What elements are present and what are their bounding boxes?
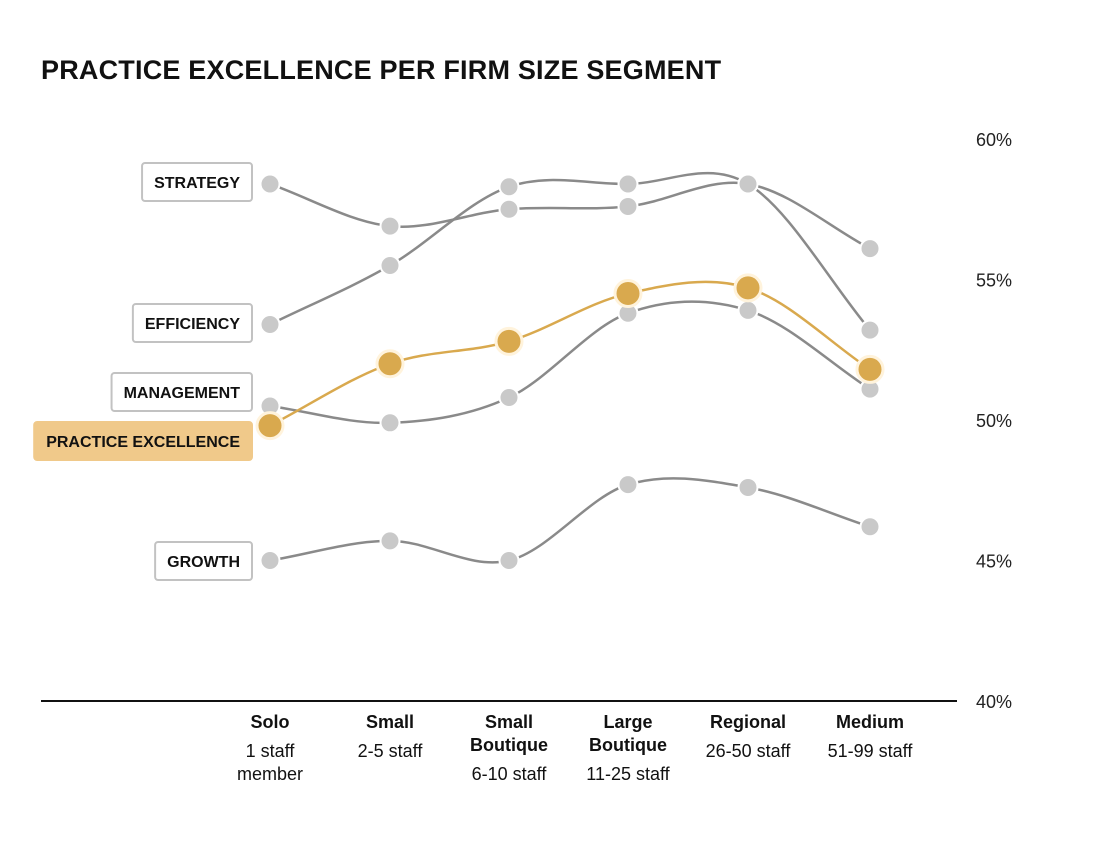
series-line-efficiency [269,171,871,331]
data-point-practice-excellence [375,349,405,379]
x-category-sublabel: member [237,764,303,784]
x-category-sublabel: 51-99 staff [828,741,914,761]
data-point-practice-excellence [255,411,285,441]
data-point-efficiency [737,173,759,195]
y-tick-label: 60% [976,130,1012,150]
series-label-efficiency: EFFICIENCY [131,303,253,343]
data-point-management [737,299,759,321]
series-label-text: PRACTICE EXCELLENCE [46,434,240,451]
x-category-label: Medium [836,712,904,732]
series-label-text: GROWTH [167,554,240,571]
series-line-strategy [269,181,871,250]
data-point-strategy [859,238,881,260]
x-category-label: Boutique [470,735,548,755]
series-line-growth [269,477,871,564]
x-category-sublabel: 6-10 staff [472,764,548,784]
x-category-sublabel: 26-50 staff [706,741,792,761]
x-category-label: Large [603,712,652,732]
data-point-growth [498,550,520,571]
series-label-text: EFFICIENCY [145,316,240,333]
data-point-strategy [617,195,639,217]
data-point-growth [617,474,639,496]
series-label-box [154,541,253,581]
y-tick-label: 45% [976,552,1012,572]
x-category-label: Boutique [589,735,667,755]
data-point-practice-excellence [855,354,885,384]
data-point-growth [859,516,881,538]
data-point-practice-excellence [494,326,524,356]
x-category-sublabel: 11-25 staff [586,764,670,784]
y-tick-label: 40% [976,692,1012,712]
data-point-management [379,412,401,434]
chart-title: PRACTICE EXCELLENCE PER FIRM SIZE SEGMEN… [41,55,722,85]
data-point-growth [259,550,281,571]
data-point-practice-excellence [613,279,643,309]
x-axis-ticks: Solo 1 staff member Small 2-5 staff SmallBout… [237,712,913,784]
series-label-strategy: STRATEGY [141,162,253,202]
data-point-growth [737,476,759,498]
series-label-box [141,162,253,202]
data-point-management [498,387,520,409]
series-line-management [269,300,871,425]
series-label-management: MANAGEMENT [110,372,253,412]
series-label-box [33,421,253,461]
data-point-strategy [259,173,281,195]
x-category-label: Small [366,712,414,732]
series-label-text: STRATEGY [154,175,240,192]
data-point-strategy [379,215,401,237]
series-label-text: MANAGEMENT [124,385,241,402]
data-point-efficiency [617,173,639,195]
data-point-efficiency [259,313,281,335]
series-label-practice-excellence: PRACTICE EXCELLENCE [33,421,253,461]
data-point-efficiency [379,254,401,276]
y-axis-ticks: 60% 55% 50% 45% 40% [976,130,1012,712]
y-tick-label: 50% [976,411,1012,431]
series-lines-group [269,171,871,564]
series-markers-group [255,173,885,571]
series-label-box [110,372,253,412]
series-label-box [131,303,253,343]
x-category-sublabel: 2-5 staff [358,741,424,761]
series-label-growth: GROWTH [154,541,253,581]
data-point-practice-excellence [733,273,763,303]
data-point-strategy [498,198,520,220]
data-point-efficiency [859,319,881,341]
x-category-label: Regional [710,712,786,732]
series-labels-group: STRATEGY EFFICIENCY MANAGEMENT PRACTICE EXC… [33,162,253,581]
y-tick-label: 55% [976,271,1012,291]
x-category-label: Solo [251,712,290,732]
x-category-sublabel: 1 staff [246,741,296,761]
data-point-efficiency [498,176,520,198]
x-category-label: Small [485,712,533,732]
data-point-growth [379,530,401,552]
